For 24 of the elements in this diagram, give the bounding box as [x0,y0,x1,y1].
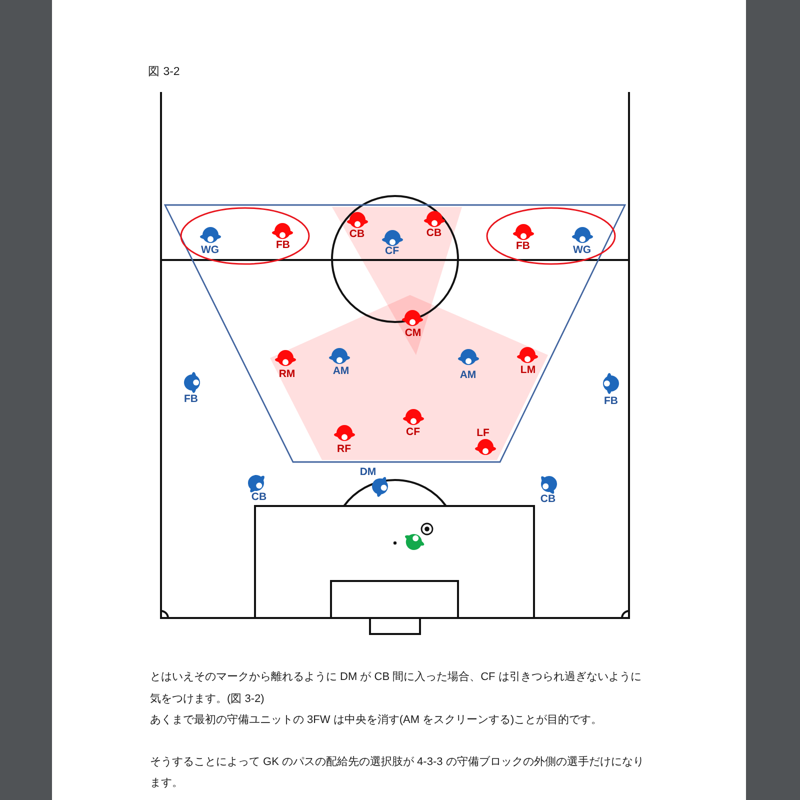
paragraph: そうすることによって GK のパスの配給先の選択肢が 4-3-3 の守備ブロックの外側の選手だけになります。 [150,754,645,791]
position-label: FB [604,396,618,406]
position-label: WG [572,244,592,256]
paragraph: とはいえそのマークから離れるように DM が CB 間に入った場合、CF は引きつられ過ぎないように気をつけます。(図 3-2) [150,670,642,706]
position-label: CM [404,328,422,338]
position-label: LF [476,428,490,438]
position-label: AM [332,366,350,376]
position-label: CB [349,228,365,240]
position-label: DM [360,466,376,478]
position-label: CB [540,494,556,506]
position-label: CF [406,426,420,438]
position-label: WG [200,244,220,256]
position-label: FB [516,240,530,252]
position-label: CB [426,228,442,238]
paragraph: あくまで最初の守備ユニットの 3FW は中央を消す(AM をスクリーンする)ことが目的です。 [150,712,604,728]
position-label: AM [460,370,476,380]
position-label: RF [337,444,351,454]
position-label: CB [251,492,267,504]
position-label: FB [184,394,198,404]
position-label: RM [278,368,296,380]
position-label: FB [276,240,290,250]
position-label: LM [520,364,536,376]
figure-title: 図 3-2 [148,65,180,79]
position-label: CF [385,246,399,256]
